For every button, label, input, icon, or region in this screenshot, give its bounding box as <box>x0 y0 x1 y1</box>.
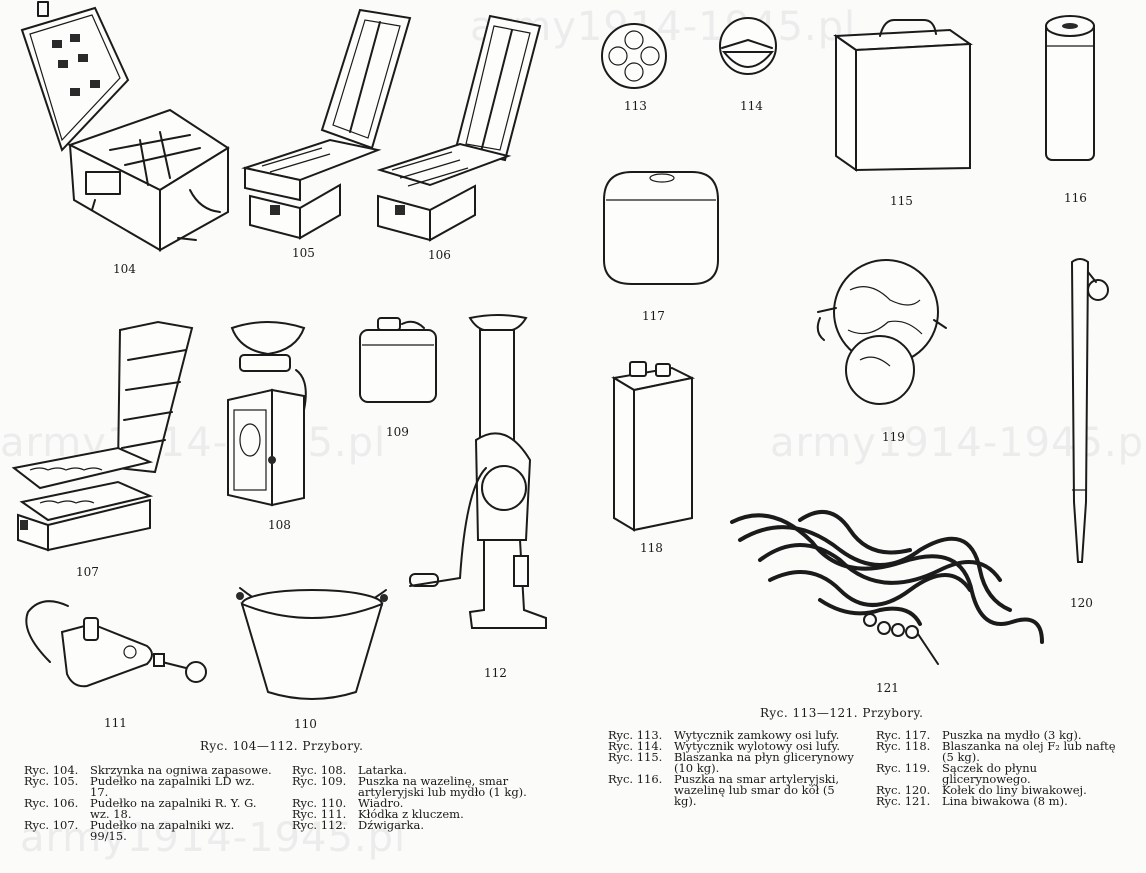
figure-number-113: 113 <box>624 99 647 113</box>
legend-text: Kłódka z kluczem. <box>358 807 464 821</box>
figure-117-drawing <box>603 171 719 285</box>
legend-text: Puszka na wazelinę, smar artyleryjski lu… <box>358 774 527 799</box>
legend-label: Ryc. 118. <box>876 739 931 753</box>
figure-number-117: 117 <box>642 309 665 323</box>
figure-107-drawing <box>11 320 194 552</box>
figure-116-drawing <box>1045 15 1095 161</box>
legend-text: Skrzynka na ogniwa zapasowe. <box>90 763 272 777</box>
figure-111-drawing <box>25 600 207 688</box>
figure-number-106: 106 <box>428 248 451 262</box>
legend-text: Pudełko na zapalniki wz. 99/15. <box>90 818 235 843</box>
legend-entry: Ryc. 114. Wytycznik wylotowy osi lufy. <box>608 739 858 753</box>
legend-left-b: Ryc. 108. Latarka. Ryc. 109. Puszka na waze… <box>292 763 542 832</box>
legend-label: Ryc. 117. <box>876 728 931 742</box>
figure-number-108: 108 <box>268 518 291 532</box>
figure-118-drawing <box>611 361 696 532</box>
legend-right-b: Ryc. 117.Puszka na mydło (3 kg).Ryc. 118… <box>876 728 1126 808</box>
figure-number-105: 105 <box>292 246 315 260</box>
legend-label: Ryc. 114. <box>608 739 663 753</box>
legend-entry: Ryc. 109. Puszka na wazelinę, smar artyle… <box>292 774 542 799</box>
figure-108-drawing <box>227 321 307 507</box>
figure-number-118: 118 <box>640 541 663 555</box>
legend-text: Latarka. <box>358 763 407 777</box>
legend-text: Wytycznik wylotowy osi lufy. <box>674 739 840 753</box>
legend-label: Ryc. 106. <box>24 796 79 810</box>
figure-number-115: 115 <box>890 194 913 208</box>
legend-label: Ryc. 109. <box>292 774 347 788</box>
watermark: army1914-1945.pl <box>20 815 407 861</box>
figure-120-drawing <box>1070 258 1109 563</box>
legend-left-a: Ryc. 104.Skrzynka na ogniwa zapasowe.Ryc… <box>24 763 274 843</box>
caption-left: Ryc. 104—112. Przybory. <box>200 739 364 753</box>
figure-114-drawing <box>719 17 777 75</box>
figure-115-drawing <box>833 19 973 172</box>
legend-label: Ryc. 119. <box>876 761 931 775</box>
legend-entry: Ryc. 119. Sączek do płynu glicerynowego. <box>876 761 1126 786</box>
figure-number-114: 114 <box>740 99 763 113</box>
legend-label: Ryc. 104. <box>24 763 79 777</box>
figure-number-120: 120 <box>1070 596 1093 610</box>
legend-label: Ryc. 121. <box>876 794 931 808</box>
legend-label: Ryc. 116. <box>608 772 663 786</box>
legend-entry: Ryc. 105. Pudełko na zapalniki LD wz. 17. <box>24 774 274 799</box>
legend-entry: Ryc. 111. Kłódka z kluczem. <box>292 807 542 821</box>
legend-text: Blaszanka na olej F₂ lub naftę (5 kg). <box>942 739 1116 764</box>
legend-label: Ryc. 115. <box>608 750 663 764</box>
figure-113-drawing <box>601 23 667 89</box>
legend-label: Ryc. 111. <box>292 807 347 821</box>
figure-109-drawing <box>359 317 437 403</box>
legend-label: Ryc. 105. <box>24 774 79 788</box>
legend-entry: Ryc. 107. Pudełko na zapalniki wz. 99/15. <box>24 818 274 843</box>
legend-text: Pudełko na zapalniki R. Y. G. wz. 18. <box>90 796 257 821</box>
legend-entry: Ryc. 117. Puszka na mydło (3 kg). <box>876 728 1126 742</box>
figure-106-drawing <box>376 14 542 242</box>
legend-text: Pudełko na zapalniki LD wz. 17. <box>90 774 255 799</box>
legend-label: Ryc. 113. <box>608 728 663 742</box>
caption-right: Ryc. 113—121. Przybory. <box>760 706 924 720</box>
figure-112-drawing <box>409 314 547 629</box>
figure-119-drawing <box>816 259 947 405</box>
legend-entry: Ryc. 112. Dźwigarka. <box>292 818 542 832</box>
legend-label: Ryc. 120. <box>876 783 931 797</box>
legend-entry: Ryc. 118. Blaszanka na olej F₂ lub naftę … <box>876 739 1126 764</box>
legend-entry: Ryc. 110. Wiadro. <box>292 796 542 810</box>
figure-121-drawing <box>730 510 1044 665</box>
figure-number-111: 111 <box>104 716 127 730</box>
legend-entry: Ryc. 121. Lina biwakowa (8 m). <box>876 794 1126 808</box>
legend-entry: Ryc. 120. Kołek do liny biwakowej. <box>876 783 1126 797</box>
legend-text: Sączek do płynu glicerynowego. <box>942 761 1038 786</box>
legend-text: Wytycznik zamkowy osi lufy. <box>674 728 840 742</box>
legend-entry: Ryc. 108. Latarka. <box>292 763 542 777</box>
figure-105-drawing <box>241 8 412 240</box>
figure-number-104: 104 <box>113 262 136 276</box>
legend-text: Lina biwakowa (8 m). <box>942 794 1068 808</box>
figure-number-119: 119 <box>882 430 905 444</box>
legend-label: Ryc. 107. <box>24 818 79 832</box>
figure-110-drawing <box>236 587 388 700</box>
legend-right-a: Ryc. 113.Wytycznik zamkowy osi lufy.Ryc.… <box>608 728 858 808</box>
legend-text: Puszka na smar artyleryjski, wazelinę lu… <box>674 772 840 808</box>
figure-number-116: 116 <box>1064 191 1087 205</box>
legend-text: Dźwigarka. <box>358 818 424 832</box>
legend-text: Blaszanka na płyn glicerynowy (10 kg). <box>674 750 854 775</box>
legend-entry: Ryc. 106. Pudełko na zapalniki R. Y. G. w… <box>24 796 274 821</box>
figure-number-109: 109 <box>386 425 409 439</box>
legend-entry: Ryc. 113. Wytycznik zamkowy osi lufy. <box>608 728 858 742</box>
legend-label: Ryc. 110. <box>292 796 347 810</box>
legend-text: Puszka na mydło (3 kg). <box>942 728 1082 742</box>
figure-number-121: 121 <box>876 681 899 695</box>
figure-number-110: 110 <box>294 717 317 731</box>
legend-label: Ryc. 112. <box>292 818 347 832</box>
figure-number-112: 112 <box>484 666 507 680</box>
legend-label: Ryc. 108. <box>292 763 347 777</box>
legend-entry: Ryc. 115. Blaszanka na płyn glicerynowy (… <box>608 750 858 775</box>
figure-number-107: 107 <box>76 565 99 579</box>
legend-entry: Ryc. 116. Puszka na smar artyleryjski, wa… <box>608 772 858 808</box>
legend-entry: Ryc. 104. Skrzynka na ogniwa zapasowe. <box>24 763 274 777</box>
legend-text: Kołek do liny biwakowej. <box>942 783 1087 797</box>
figure-104-drawing <box>20 1 230 252</box>
legend-text: Wiadro. <box>358 796 404 810</box>
